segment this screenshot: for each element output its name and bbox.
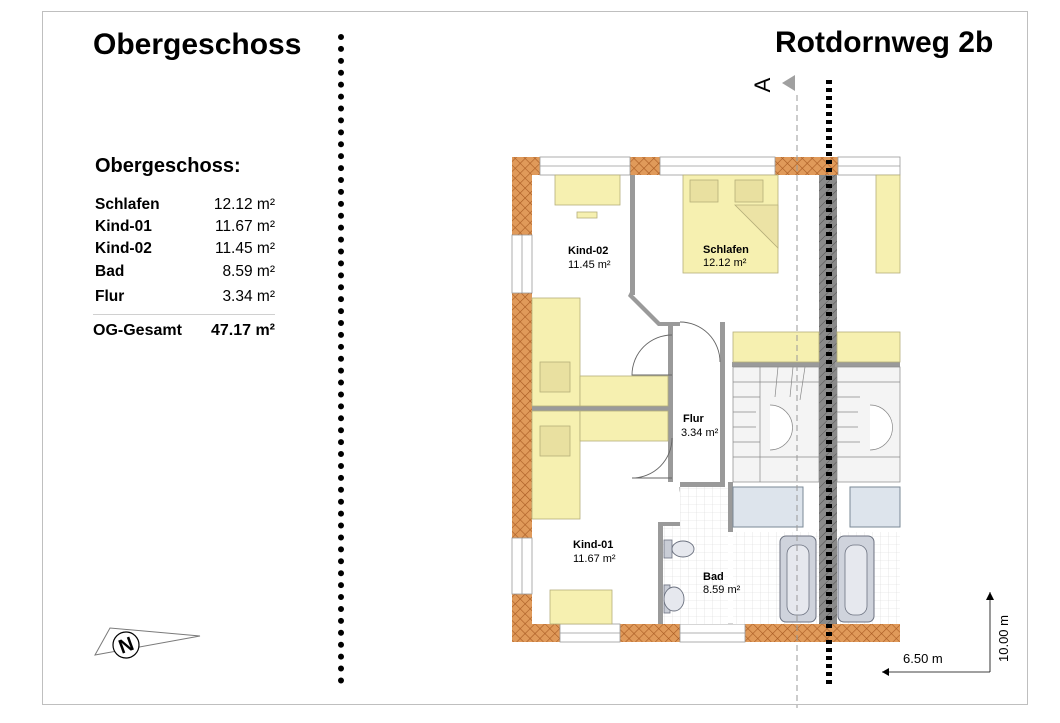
drawing-frame — [42, 11, 1028, 705]
shower — [732, 486, 804, 528]
north-arrow-icon: N — [94, 627, 201, 659]
room-labels: Kind-02 11.45 m² Schlafen 12.12 m² Flur … — [568, 244, 749, 596]
floor-title: Obergeschoss — [93, 28, 302, 61]
room-area: 12.12 m² — [213, 196, 275, 213]
height-label: 10.00 m — [996, 615, 1011, 662]
section-label: A — [750, 77, 775, 92]
room-name: Kind-01 — [95, 218, 152, 235]
label-schlafen: Schlafen — [703, 244, 749, 256]
north-label: N — [116, 633, 137, 659]
bathtubs — [779, 535, 875, 623]
room-area: 3.34 m² — [222, 288, 275, 305]
room-name: Kind-02 — [95, 240, 152, 257]
dimension-indicator: 6.50 m 10.00 m — [882, 592, 1011, 676]
area-kind-01: 11.67 m² — [573, 553, 616, 565]
label-kind-01: Kind-01 — [573, 539, 613, 551]
total-separator — [93, 314, 275, 315]
area-table-heading: Obergeschoss: — [95, 155, 241, 177]
furniture — [531, 174, 901, 625]
width-label: 6.50 m — [903, 651, 943, 666]
room-area: 8.59 m² — [222, 263, 275, 280]
area-flur: 3.34 m² — [681, 427, 719, 439]
address-title: Rotdornweg 2b — [775, 26, 994, 59]
total-area: 47.17 m² — [210, 322, 275, 339]
party-wall — [819, 175, 837, 624]
exterior-walls — [511, 156, 901, 643]
area-bad: 8.59 m² — [703, 584, 741, 596]
divider-dotted-line — [338, 34, 344, 684]
total-name: OG-Gesamt — [93, 322, 182, 339]
area-kind-02: 11.45 m² — [568, 259, 611, 271]
room-area: 11.67 m² — [214, 218, 275, 235]
room-name: Bad — [95, 263, 125, 280]
label-flur: Flur — [683, 413, 704, 425]
room-area: 11.45 m² — [214, 240, 275, 257]
area-schlafen: 12.12 m² — [703, 257, 747, 269]
staircase — [732, 366, 901, 483]
room-name: Schlafen — [95, 196, 160, 213]
label-bad: Bad — [703, 571, 724, 583]
label-kind-02: Kind-02 — [568, 245, 608, 257]
section-marker: A — [750, 75, 798, 708]
sanitary — [663, 539, 695, 614]
room-name: Flur — [95, 288, 125, 305]
shower-neighbor — [849, 486, 901, 528]
